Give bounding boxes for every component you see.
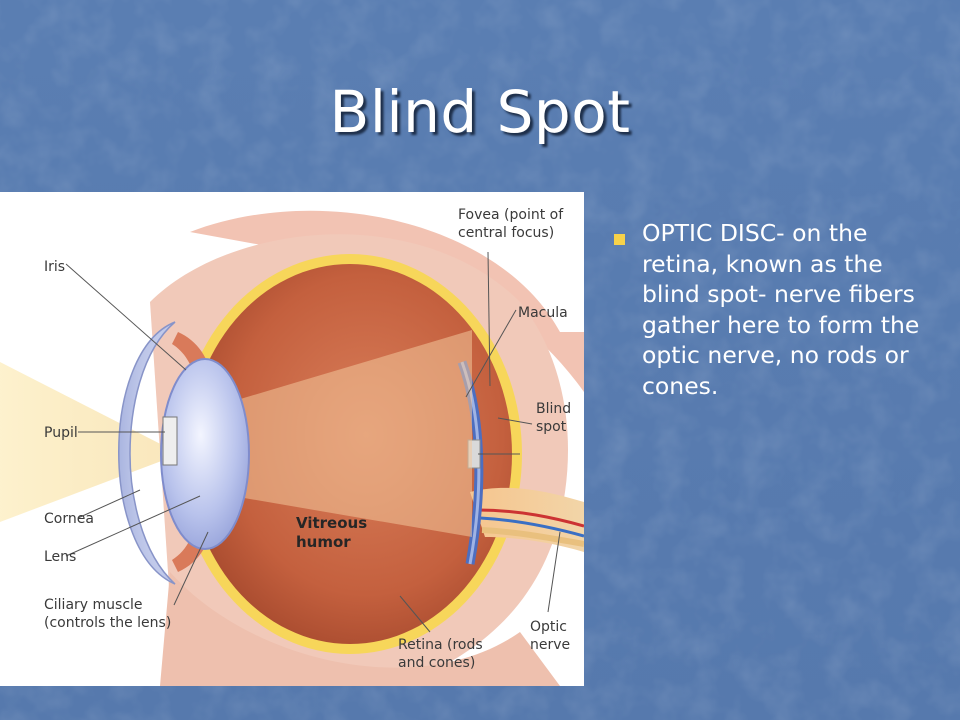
label-blind-spot: Blind spot xyxy=(536,401,572,435)
bullet-square-icon xyxy=(614,234,625,245)
slide-title: Blind Spot xyxy=(329,78,631,146)
eye-anatomy-diagram: Fovea (point of central focus) Iris Macu… xyxy=(0,192,584,686)
label-lens: Lens xyxy=(44,549,77,565)
label-ciliary-muscle: Ciliary muscle (controls the lens) xyxy=(44,597,172,631)
label-iris: Iris xyxy=(44,259,66,275)
label-retina: Retina (rods and cones) xyxy=(398,637,483,671)
label-vitreous-humor: Vitreous humor xyxy=(296,514,368,551)
label-macula: Macula xyxy=(518,305,568,321)
label-cornea: Cornea xyxy=(44,511,94,527)
label-pupil: Pupil xyxy=(44,425,78,441)
bullet-text: OPTIC DISC- on the retina, known as the … xyxy=(642,219,920,400)
bullet-item: OPTIC DISC- on the retina, known as the … xyxy=(610,218,940,401)
eye-illustration xyxy=(0,210,584,686)
label-optic-nerve: Optic nerve xyxy=(530,619,571,653)
label-fovea-text: Fovea (point of central focus) xyxy=(458,207,564,241)
label-fovea: Fovea (point of central focus) xyxy=(458,206,563,242)
bullet-list: OPTIC DISC- on the retina, known as the … xyxy=(610,218,940,401)
